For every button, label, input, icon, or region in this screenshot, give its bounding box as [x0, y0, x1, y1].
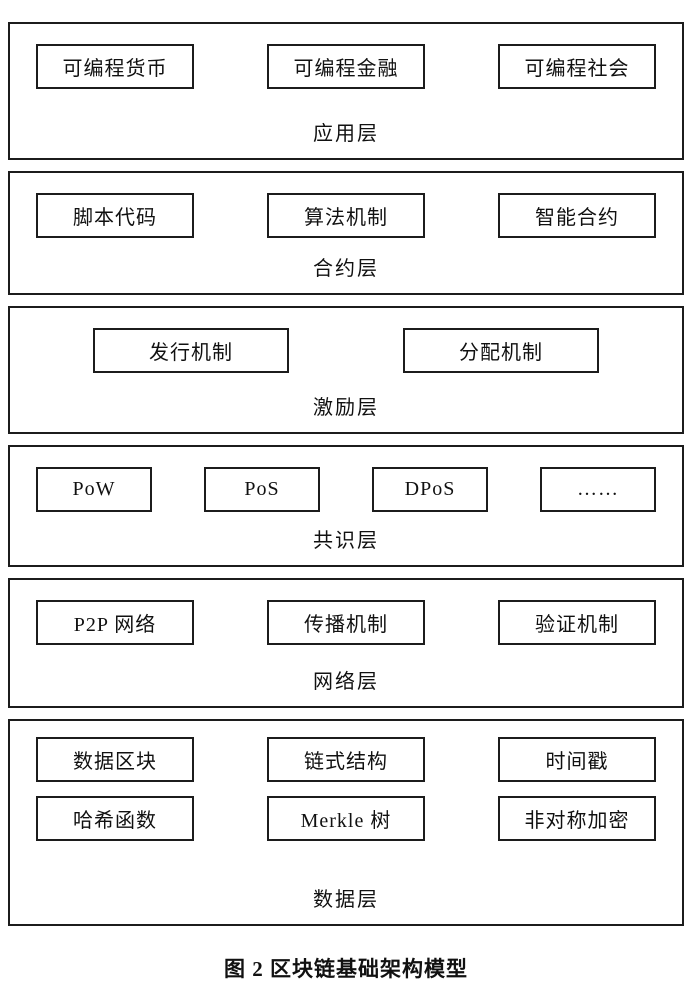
layer-application-label: 应用层 — [313, 123, 379, 145]
box-asymmetric-encryption: 非对称加密 — [498, 796, 656, 841]
layer-consensus-boxes: PoW PoS DPoS …… — [36, 467, 656, 512]
layer-contract: 脚本代码 算法机制 智能合约 合约层 — [8, 171, 684, 295]
box-pow: PoW — [36, 467, 152, 512]
layer-consensus: PoW PoS DPoS …… 共识层 — [8, 445, 684, 567]
box-script-code: 脚本代码 — [36, 193, 194, 238]
layer-application-boxes: 可编程货币 可编程金融 可编程社会 — [36, 44, 656, 89]
layer-network: P2P 网络 传播机制 验证机制 网络层 — [8, 578, 684, 708]
box-timestamp: 时间戳 — [498, 737, 656, 782]
layer-data-row-2: 哈希函数 Merkle 树 非对称加密 — [36, 796, 656, 841]
layer-contract-label: 合约层 — [313, 258, 379, 280]
box-programmable-finance: 可编程金融 — [267, 44, 425, 89]
box-programmable-currency: 可编程货币 — [36, 44, 194, 89]
figure-caption: 图 2 区块链基础架构模型 — [224, 957, 468, 981]
box-propagation-mechanism: 传播机制 — [267, 600, 425, 645]
layer-consensus-label: 共识层 — [313, 530, 379, 552]
box-p2p-network: P2P 网络 — [36, 600, 194, 645]
layer-data-label: 数据层 — [313, 889, 379, 911]
box-issuance-mechanism: 发行机制 — [93, 328, 289, 373]
layer-incentive-boxes: 发行机制 分配机制 — [36, 328, 656, 373]
layer-data-row-1: 数据区块 链式结构 时间戳 — [36, 737, 656, 782]
box-other-consensus: …… — [540, 467, 656, 512]
box-distribution-mechanism: 分配机制 — [403, 328, 599, 373]
layer-incentive-label: 激励层 — [313, 397, 379, 419]
box-data-block: 数据区块 — [36, 737, 194, 782]
box-algorithm-mechanism: 算法机制 — [267, 193, 425, 238]
layer-application: 可编程货币 可编程金融 可编程社会 应用层 — [8, 22, 684, 160]
layer-contract-boxes: 脚本代码 算法机制 智能合约 — [36, 193, 656, 238]
box-programmable-society: 可编程社会 — [498, 44, 656, 89]
box-chain-structure: 链式结构 — [267, 737, 425, 782]
layer-data: 数据区块 链式结构 时间戳 哈希函数 Merkle 树 非对称加密 数据层 — [8, 719, 684, 926]
box-merkle-tree: Merkle 树 — [267, 796, 425, 841]
box-smart-contract: 智能合约 — [498, 193, 656, 238]
box-verification-mechanism: 验证机制 — [498, 600, 656, 645]
layer-network-boxes: P2P 网络 传播机制 验证机制 — [36, 600, 656, 645]
layer-incentive: 发行机制 分配机制 激励层 — [8, 306, 684, 434]
box-dpos: DPoS — [372, 467, 488, 512]
box-hash-function: 哈希函数 — [36, 796, 194, 841]
layer-network-label: 网络层 — [313, 671, 379, 693]
box-pos: PoS — [204, 467, 320, 512]
layer-data-boxes: 数据区块 链式结构 时间戳 哈希函数 Merkle 树 非对称加密 — [36, 737, 656, 841]
